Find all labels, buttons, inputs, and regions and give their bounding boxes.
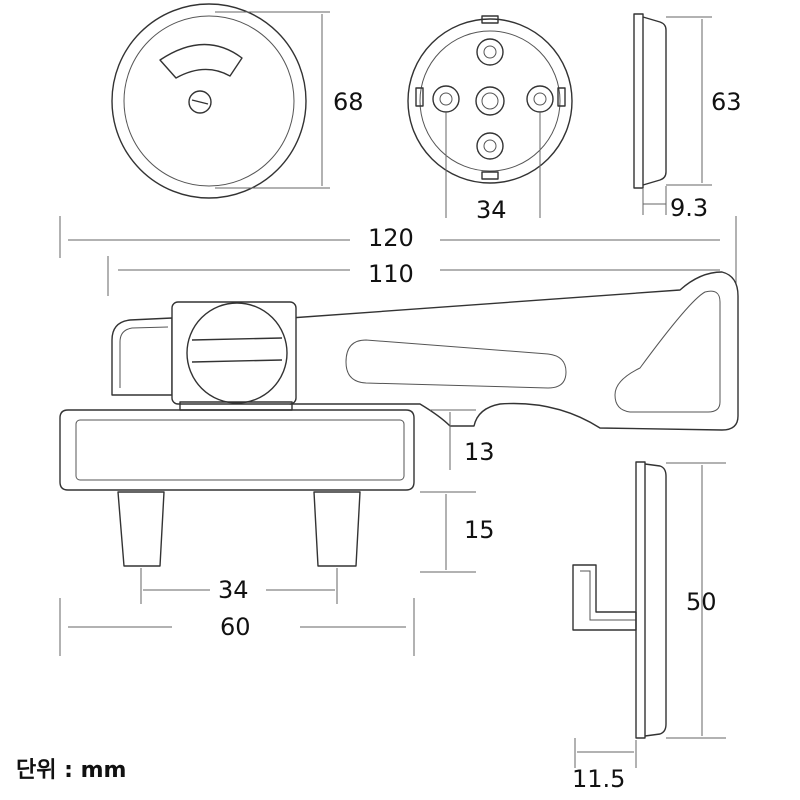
knob-diameter-dimension: 68 bbox=[215, 11, 364, 189]
latch-assembly-side-view bbox=[59, 271, 739, 567]
post-height-dimension: 15 bbox=[420, 491, 495, 573]
arm-length-label: 110 bbox=[368, 260, 414, 288]
arm-length-dimension: 110 bbox=[107, 256, 720, 296]
keeper-side-view bbox=[572, 461, 667, 739]
keeper-height-dimension: 50 bbox=[666, 462, 726, 739]
base-width-label: 60 bbox=[220, 613, 251, 641]
base-plate-diameter-dimension: 63 bbox=[666, 16, 742, 186]
base-plate-front-view bbox=[407, 15, 573, 184]
keeper-depth-label: 11.5 bbox=[572, 765, 625, 793]
keeper-height-label: 50 bbox=[686, 588, 717, 616]
knob-diameter-label: 68 bbox=[333, 88, 364, 116]
arm-hook-height-label: 13 bbox=[464, 438, 495, 466]
base-plate-diameter-label: 63 bbox=[711, 88, 742, 116]
arm-hook-height-dimension: 13 bbox=[430, 409, 495, 470]
hole-spacing-label: 34 bbox=[476, 196, 507, 224]
base-plate-thickness-label: 9.3 bbox=[670, 194, 708, 222]
unit-label: 단위 : mm bbox=[16, 758, 126, 783]
overall-length-label: 120 bbox=[368, 224, 414, 252]
post-height-label: 15 bbox=[464, 516, 495, 544]
base-plate-thickness-dimension: 9.3 bbox=[642, 186, 708, 222]
overall-length-dimension: 120 bbox=[59, 216, 737, 284]
base-plate-side-view bbox=[633, 13, 667, 189]
post-spacing-label: 34 bbox=[218, 576, 249, 604]
hole-spacing-dimension: 34 bbox=[445, 112, 541, 224]
post-spacing-dimension: 34 bbox=[140, 568, 338, 604]
knob-front-view bbox=[111, 3, 307, 199]
base-width-dimension: 60 bbox=[59, 598, 415, 656]
keeper-depth-dimension: 11.5 bbox=[572, 738, 637, 793]
